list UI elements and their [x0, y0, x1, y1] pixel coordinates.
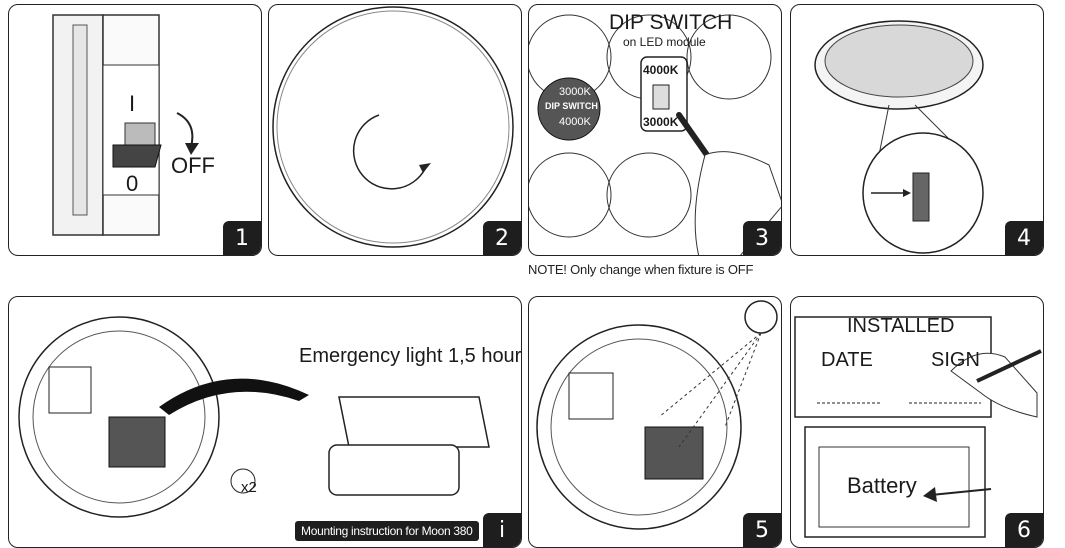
led-plate-illustration	[814, 20, 984, 254]
step-badge-i: i	[483, 513, 521, 547]
step-panel-3: DIP SWITCH on LED module 3000K DIP SWITC…	[528, 4, 782, 256]
step-badge-5: 5	[743, 513, 781, 547]
dial-mid-label: DIP SWITCH	[545, 101, 598, 111]
dip-dial-icon	[537, 77, 601, 141]
dial-bottom-label: 4000K	[559, 116, 591, 128]
battery-label: Battery	[847, 473, 917, 498]
step-badge-6: 6	[1005, 513, 1043, 547]
step-panel-6: INSTALLED DATE SIGN Battery 6	[790, 296, 1044, 548]
installed-label-illustration	[794, 316, 1042, 538]
screw-count-label: x2	[241, 479, 257, 496]
switch-top-label: 4000K	[643, 63, 679, 77]
breaker-on-label: I	[129, 91, 136, 116]
breaker-off-symbol: 0	[126, 171, 139, 196]
step-badge-4: 4	[1005, 221, 1043, 255]
step-panel-1: I 0 OFF 1	[8, 4, 262, 256]
installed-date: DATE	[821, 349, 873, 371]
dip-switch-title: DIP SWITCH	[609, 11, 733, 34]
dial-top-label: 3000K	[559, 86, 591, 98]
breaker-illustration	[52, 14, 199, 236]
screw-mounting-illustration	[536, 300, 778, 530]
cover-rotate-illustration	[272, 6, 514, 248]
safety-note: NOTE! Only change when fixture is OFF	[528, 262, 754, 277]
switch-bottom-label: 3000K	[643, 115, 679, 129]
step-panel-2: 2	[268, 4, 522, 256]
step-panel-5: 5	[528, 296, 782, 548]
installed-title: INSTALLED	[847, 315, 955, 337]
installed-sign: SIGN	[931, 349, 980, 371]
step-badge-1: 1	[223, 221, 261, 255]
step-badge-3: 3	[743, 221, 781, 255]
step-panel-4: 4	[790, 4, 1044, 256]
emergency-module-illustration	[18, 316, 490, 518]
mounting-instruction-tag: Mounting instruction for Moon 380	[295, 521, 479, 541]
breaker-off-label: OFF	[171, 153, 215, 178]
emergency-title: Emergency light 1,5 hour	[299, 345, 522, 367]
step-badge-2: 2	[483, 221, 521, 255]
screw-icon	[744, 300, 778, 334]
dip-switch-subtitle: on LED module	[623, 35, 706, 49]
step-panel-i: Emergency light 1,5 hour x2 Mounting ins…	[8, 296, 522, 548]
